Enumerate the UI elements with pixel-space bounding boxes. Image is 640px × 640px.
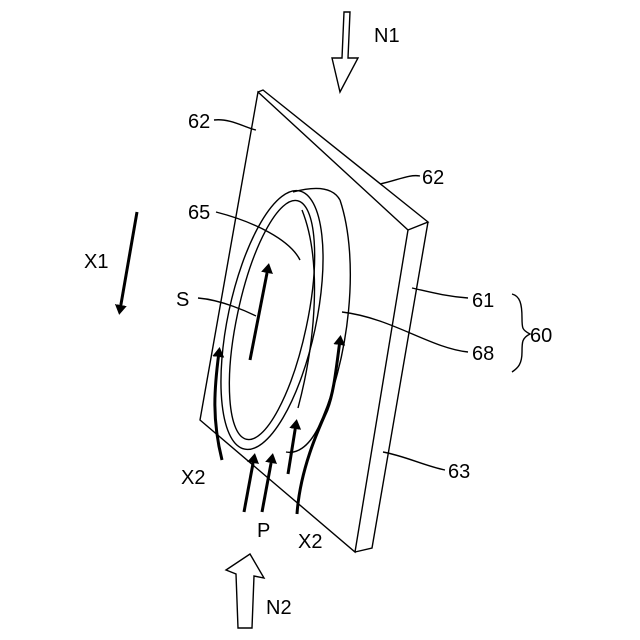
label-ref-68: 68 bbox=[472, 343, 494, 365]
plate-side-edge bbox=[355, 222, 428, 552]
ring bbox=[202, 182, 351, 459]
leader-62-right bbox=[380, 176, 420, 184]
leader-62-top bbox=[214, 120, 256, 130]
leader-61 bbox=[412, 288, 468, 298]
brace-60 bbox=[512, 294, 530, 372]
plate-front-face bbox=[200, 92, 408, 552]
arrow-p-1 bbox=[244, 458, 254, 512]
arrow-n2-icon bbox=[226, 554, 264, 628]
label-ref-61: 61 bbox=[472, 290, 494, 312]
label-x2-right: X2 bbox=[298, 531, 322, 553]
label-p: P bbox=[257, 520, 270, 542]
leader-63 bbox=[383, 452, 445, 470]
label-ref-60: 60 bbox=[530, 325, 552, 347]
arrow-n1-icon bbox=[332, 12, 358, 92]
plate bbox=[200, 90, 428, 552]
label-ref-62-top: 62 bbox=[188, 111, 210, 133]
label-s: S bbox=[176, 289, 189, 311]
label-x2-left: X2 bbox=[181, 467, 205, 489]
label-ref-65: 65 bbox=[188, 202, 210, 224]
label-x1: X1 bbox=[84, 251, 108, 273]
ring-inner-depth bbox=[298, 210, 314, 408]
arrow-x1 bbox=[120, 212, 137, 310]
ring-top-depth bbox=[293, 188, 340, 200]
label-ref-62-right: 62 bbox=[422, 167, 444, 189]
label-ref-63: 63 bbox=[448, 461, 470, 483]
label-n1: N1 bbox=[374, 25, 400, 47]
leader-68 bbox=[342, 312, 468, 352]
ring-outer-edge bbox=[202, 182, 343, 459]
leader-65 bbox=[216, 212, 300, 260]
leader-s bbox=[198, 298, 256, 316]
arrow-p-2 bbox=[262, 458, 272, 512]
label-n2: N2 bbox=[266, 597, 292, 619]
ring-side-outline bbox=[286, 200, 350, 452]
arrow-p-3 bbox=[288, 424, 296, 474]
arrow-x2-right bbox=[297, 340, 340, 514]
